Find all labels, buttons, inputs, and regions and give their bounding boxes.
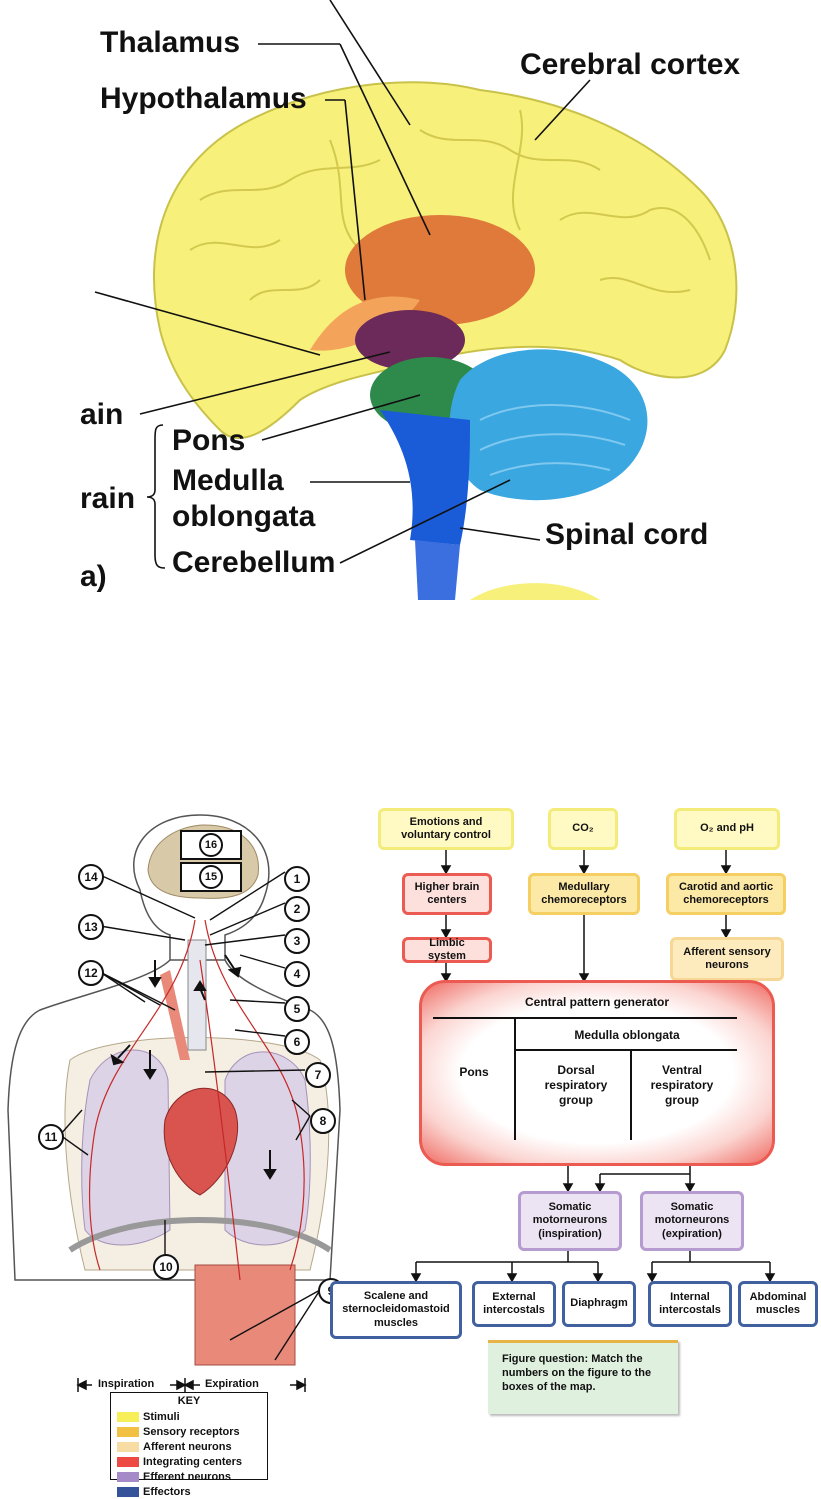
callout-number-5: 5 [284, 996, 310, 1022]
label-hindbrain-fragment: rain [80, 484, 135, 514]
key-swatch [117, 1412, 139, 1422]
box-somatic-motorneurons-inspiration: Somatic motorneurons (inspiration) [518, 1191, 622, 1251]
key-swatch [117, 1472, 139, 1482]
cpg-ventral-group: Ventral respiratory group [642, 1063, 722, 1108]
inspiration-label: Inspiration [98, 1378, 154, 1390]
label-medulla-line1: Medulla [172, 466, 284, 496]
key-item-integrating-centers: Integrating centers [117, 1454, 261, 1469]
key-title: KEY [117, 1395, 261, 1409]
box-scalene-sternocleidomastoid: Scalene and sternocleidomastoid muscles [330, 1281, 462, 1339]
box-higher-brain-centers: Higher brain centers [402, 873, 492, 915]
label-panel-fragment: a) [80, 562, 107, 592]
callout-number-3: 3 [284, 928, 310, 954]
label-spinal-cord: Spinal cord [545, 520, 708, 550]
callout-number-13: 13 [78, 914, 104, 940]
key-item-efferent-neurons: Efferent neurons [117, 1469, 261, 1484]
figure-question: Figure question: Match the numbers on th… [488, 1340, 678, 1414]
callout-number-8: 8 [310, 1108, 336, 1134]
box-external-intercostals: External intercostals [472, 1281, 556, 1327]
central-pattern-generator: Central pattern generator Medulla oblong… [419, 980, 775, 1166]
callout-number-2: 2 [284, 896, 310, 922]
cpg-medulla-oblongata: Medulla oblongata [516, 1028, 738, 1042]
key-swatch [117, 1457, 139, 1467]
expiration-label: Expiration [205, 1378, 259, 1390]
spinal-cord-shape [415, 540, 460, 600]
callout-number-10: 10 [153, 1254, 179, 1280]
callout-box-15: 15 [180, 862, 242, 892]
label-thalamus: Thalamus [100, 28, 240, 58]
label-hypothalamus: Hypothalamus [100, 84, 307, 114]
label-pons: Pons [172, 426, 245, 456]
box-emotions: Emotions and voluntary control [378, 808, 514, 850]
key-swatch [117, 1487, 139, 1497]
callout-number-12: 12 [78, 960, 104, 986]
label-cerebellum: Cerebellum [172, 548, 335, 578]
key-swatch [117, 1442, 139, 1452]
key-item-sensory-receptors: Sensory receptors [117, 1424, 261, 1439]
respiratory-anatomy-figure: 16 15 1 2 3 4 5 6 7 8 9 10 11 12 13 14 I… [0, 810, 360, 1480]
box-medullary-chemoreceptors: Medullary chemoreceptors [528, 873, 640, 915]
box-afferent-sensory-neurons: Afferent sensory neurons [670, 937, 784, 981]
callout-number-16: 16 [199, 833, 223, 857]
key-swatch [117, 1427, 139, 1437]
callout-number-6: 6 [284, 1029, 310, 1055]
cpg-dorsal-group: Dorsal respiratory group [540, 1063, 612, 1108]
box-co2: CO₂ [548, 808, 618, 850]
callout-number-15: 15 [199, 865, 223, 889]
box-carotid-aortic-chemoreceptors: Carotid and aortic chemoreceptors [666, 873, 786, 915]
callout-number-1: 1 [284, 866, 310, 892]
key-item-stimuli: Stimuli [117, 1409, 261, 1424]
box-internal-intercostals: Internal intercostals [648, 1281, 732, 1327]
label-cerebral-cortex: Cerebral cortex [520, 50, 740, 80]
callout-number-4: 4 [284, 961, 310, 987]
cerebellum-shape [450, 349, 648, 500]
color-key: KEY Stimuli Sensory receptors Afferent n… [110, 1392, 268, 1480]
box-o2-ph: O₂ and pH [674, 808, 780, 850]
callout-number-11: 11 [38, 1124, 64, 1150]
brain-figure: Thalamus Hypothalamus Cerebral cortex ai… [0, 0, 821, 620]
medulla-shape [380, 410, 470, 545]
box-somatic-motorneurons-expiration: Somatic motorneurons (expiration) [640, 1191, 744, 1251]
label-medulla-line2: oblongata [172, 502, 315, 532]
box-limbic-system: Limbic system [402, 937, 492, 963]
callout-number-14: 14 [78, 864, 104, 890]
key-item-effectors: Effectors [117, 1484, 261, 1499]
key-item-afferent-neurons: Afferent neurons [117, 1439, 261, 1454]
box-abdominal-muscles: Abdominal muscles [738, 1281, 818, 1327]
cpg-pons: Pons [432, 1065, 516, 1079]
box-diaphragm: Diaphragm [562, 1281, 636, 1327]
label-midbrain-fragment: ain [80, 400, 123, 430]
callout-box-16: 16 [180, 830, 242, 860]
callout-number-7: 7 [305, 1062, 331, 1088]
